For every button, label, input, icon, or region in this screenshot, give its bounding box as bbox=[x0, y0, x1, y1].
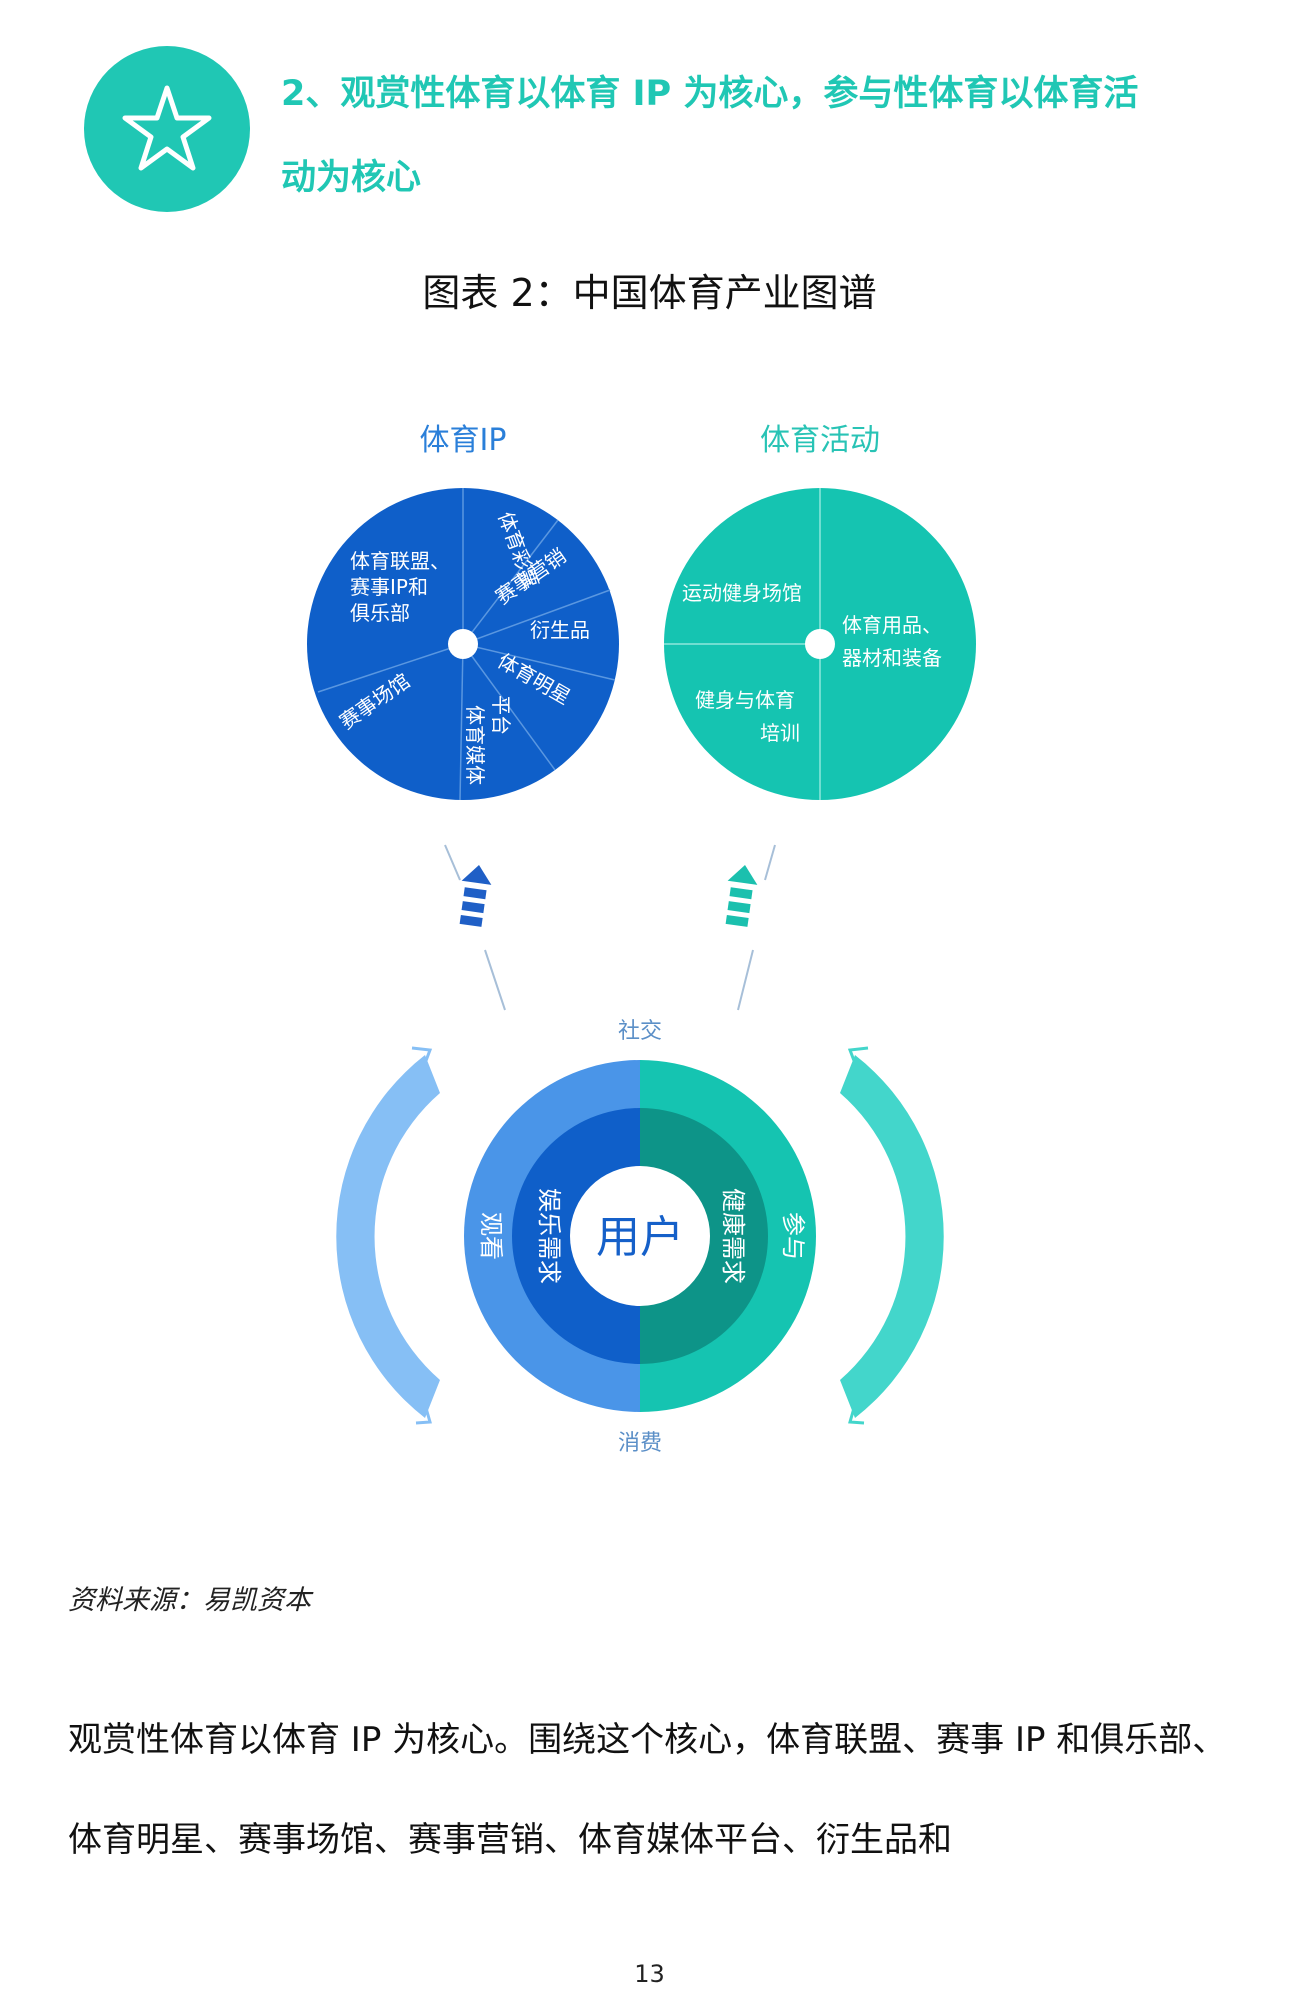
activity-segment-training-2: 培训 bbox=[760, 721, 800, 745]
activity-segment-equipment-2: 器材和装备 bbox=[842, 646, 942, 670]
center-user: 用户 bbox=[596, 1212, 684, 1263]
ip-segment-media: 体育媒体 bbox=[463, 705, 487, 785]
heading-line-1: 2、观赏性体育以体育 IP 为核心，参与性体育以体育活 bbox=[281, 74, 1139, 114]
activity-segment-equipment-1: 体育用品、 bbox=[842, 613, 942, 637]
consumption-label: 消费 bbox=[618, 1431, 662, 1456]
left-outer-label: 情感与好奇心 bbox=[425, 1176, 449, 1296]
body-paragraph: 观赏性体育以体育 IP 为核心。围绕这个核心，体育联盟、赛事 IP 和俱乐部、体… bbox=[68, 1720, 1227, 1860]
heading-line-2: 动为核心 bbox=[281, 158, 422, 198]
activity-segment-gym: 运动健身场馆 bbox=[682, 581, 802, 605]
star-icon bbox=[122, 85, 212, 171]
section-heading: 2、观赏性体育以体育 IP 为核心，参与性体育以体育活 动为核心 bbox=[281, 52, 1241, 220]
ip-circle: 体育联盟、 赛事IP和 俱乐部 体育彩票 赛事营销 衍生品 体育明星 体育媒体 … bbox=[307, 488, 619, 801]
figure-title: 图表 2：中国体育产业图谱 bbox=[422, 271, 877, 315]
outer-arc-left bbox=[336, 1055, 440, 1418]
right-middle-label: 参与 bbox=[779, 1212, 807, 1260]
right-outer-label: 自我提升 bbox=[835, 1196, 859, 1276]
ip-segment-club: 俱乐部 bbox=[350, 601, 410, 625]
ip-segment-event-ip: 赛事IP和 bbox=[350, 575, 428, 599]
left-middle-label: 观看 bbox=[477, 1212, 505, 1260]
ip-segment-derivatives: 衍生品 bbox=[530, 618, 590, 642]
left-inner-label: 娱乐需求 bbox=[535, 1188, 563, 1284]
outer-arc-right bbox=[840, 1055, 944, 1418]
activity-title: 体育活动 bbox=[760, 423, 880, 458]
sports-industry-diagram: 体育IP 体育活动 体育联盟、 赛事IP和 俱乐部 体育彩票 赛事营销 衍生品 … bbox=[307, 423, 976, 1456]
activity-segment-training-1: 健身与体育 bbox=[695, 688, 795, 712]
ip-segment-platform: 平台 bbox=[489, 695, 513, 735]
ip-segment-league: 体育联盟、 bbox=[350, 549, 450, 573]
page-number: 13 bbox=[634, 1960, 665, 1988]
social-label: 社交 bbox=[618, 1019, 662, 1044]
activity-up-arrow bbox=[725, 865, 758, 927]
activity-circle: 运动健身场馆 体育用品、 器材和装备 健身与体育 培训 bbox=[664, 488, 976, 800]
right-inner-label: 健康需求 bbox=[719, 1188, 747, 1284]
star-badge bbox=[84, 46, 250, 212]
ip-up-arrow bbox=[459, 865, 492, 927]
source-note: 资料来源：易凯资本 bbox=[68, 1585, 311, 1616]
ip-title: 体育IP bbox=[420, 423, 507, 458]
